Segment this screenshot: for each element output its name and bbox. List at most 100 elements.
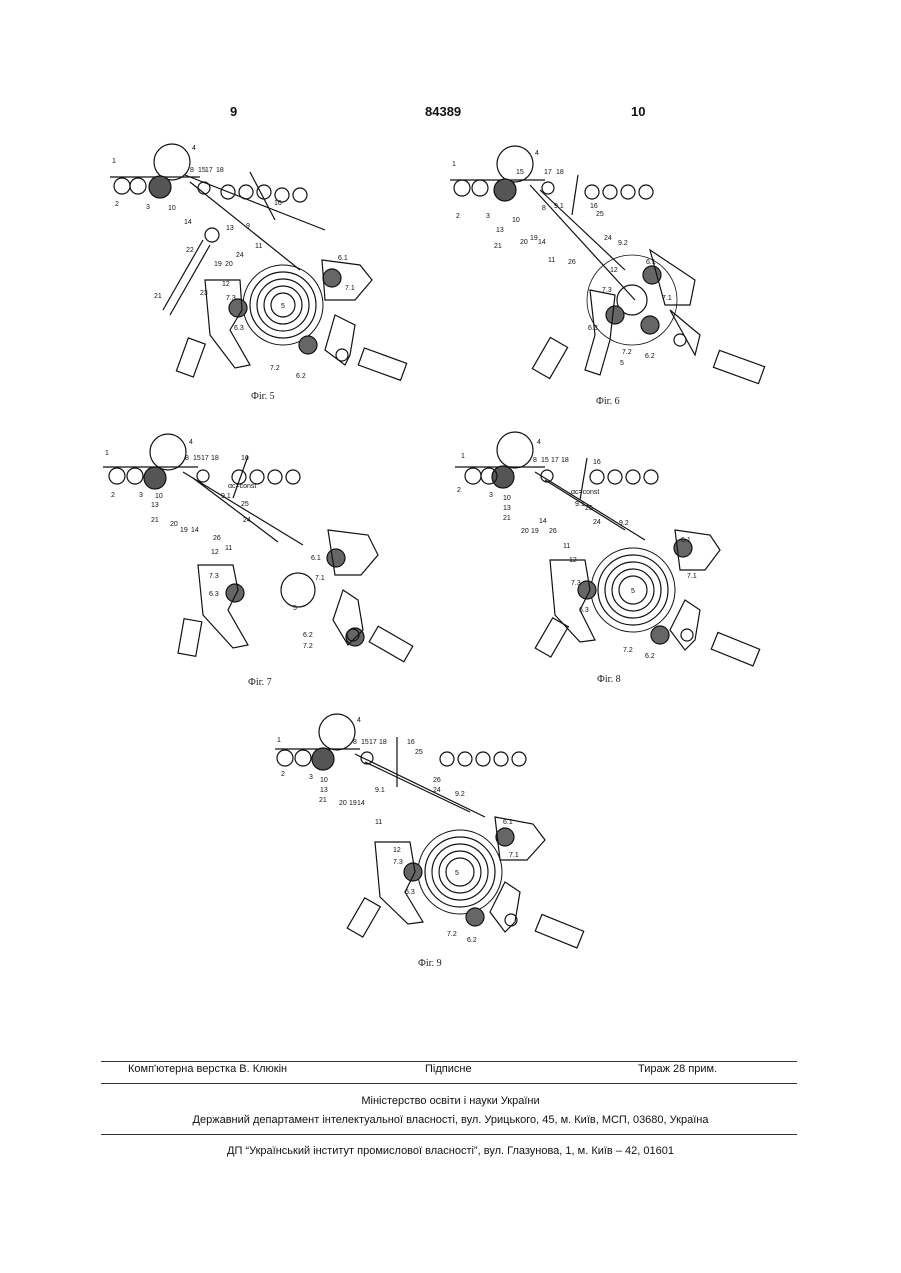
fig8-label-17: 17 bbox=[551, 457, 559, 464]
fig8-label-9-2: 9.2 bbox=[619, 520, 629, 527]
fig8-label-6-3: 6.3 bbox=[579, 607, 589, 614]
fig7-label-16: 16 bbox=[241, 455, 249, 462]
fig7-label-7-2: 7.2 bbox=[303, 643, 313, 650]
figure-9: 1 2 3 4 5 6.1 6.2 6.3 7.1 7.2 7.3 8 9.1 … bbox=[275, 712, 595, 957]
fig9-label-9-2: 9.2 bbox=[455, 791, 465, 798]
figure-9-drawing: 1 2 3 4 5 6.1 6.2 6.3 7.1 7.2 7.3 8 9.1 … bbox=[275, 712, 595, 957]
figure-5-drawing: 1 2 3 4 5 6.1 6.2 6.3 7.1 7.2 7.3 8 9 10… bbox=[110, 140, 410, 390]
fig5-label-24: 24 bbox=[236, 252, 244, 259]
fig8-label-26: 26 bbox=[549, 528, 557, 535]
figure-8-caption: Фіг. 8 bbox=[597, 674, 621, 685]
fig6-label-6-2: 6.2 bbox=[645, 353, 655, 360]
fig6-label-10: 10 bbox=[512, 217, 520, 224]
fig7-label-14: 14 bbox=[191, 527, 199, 534]
fig5-label-3: 3 bbox=[146, 204, 150, 211]
fig6-label-3: 3 bbox=[486, 213, 490, 220]
fig6-label-20: 20 bbox=[520, 239, 528, 246]
fig7-label-9-1: 9.1 bbox=[221, 493, 231, 500]
fig6-label-13: 13 bbox=[496, 227, 504, 234]
fig6-label-25: 25 bbox=[596, 211, 604, 218]
footer-rule-bottom bbox=[101, 1134, 797, 1135]
fig8-label-21: 21 bbox=[503, 515, 511, 522]
fig9-label-10: 10 bbox=[320, 777, 328, 784]
fig8-label-10: 10 bbox=[503, 495, 511, 502]
fig5-label-6-3: 6.3 bbox=[234, 325, 244, 332]
fig6-label-6-3: 6.3 bbox=[588, 325, 598, 332]
fig7-label-6-3: 6.3 bbox=[209, 591, 219, 598]
fig5-label-16: 16 bbox=[274, 200, 282, 207]
ministry-line: Міністерство освіти і науки України bbox=[0, 1095, 901, 1107]
figure-5-caption: Фіг. 5 bbox=[251, 391, 275, 402]
fig8-label-18: 18 bbox=[561, 457, 569, 464]
fig6-label-9-1: 9.1 bbox=[554, 203, 564, 210]
fig6-label-5: 5 bbox=[620, 360, 624, 367]
fig5-label-8: 8 bbox=[190, 167, 194, 174]
fig9-label-11: 11 bbox=[375, 819, 382, 826]
fig7-label-17: 17 bbox=[201, 455, 209, 462]
footer-rule-top bbox=[101, 1061, 797, 1062]
fig5-label-9: 9 bbox=[246, 223, 250, 230]
fig6-label-9-2: 9.2 bbox=[618, 240, 628, 247]
fig6-label-17: 17 bbox=[544, 169, 552, 176]
fig5-label-13: 13 bbox=[226, 225, 234, 232]
fig5-label-23: 23 bbox=[200, 290, 208, 297]
fig5-label-20: 20 bbox=[225, 261, 233, 268]
fig8-annotation: αc=const bbox=[571, 489, 599, 496]
fig7-label-18: 18 bbox=[211, 455, 219, 462]
fig6-label-6-1: 6.1 bbox=[646, 259, 656, 266]
fig9-label-17: 17 bbox=[369, 739, 377, 746]
fig9-label-14: 14 bbox=[357, 800, 365, 807]
fig8-label-14: 14 bbox=[539, 518, 547, 525]
fig7-annotation: αc=const bbox=[228, 483, 256, 490]
fig9-label-18: 18 bbox=[379, 739, 387, 746]
fig7-label-26: 26 bbox=[213, 535, 221, 542]
fig7-label-4: 4 bbox=[189, 439, 193, 446]
fig7-label-13: 13 bbox=[151, 502, 159, 509]
right-page-number: 10 bbox=[631, 104, 645, 119]
fig6-label-8: 8 bbox=[542, 205, 546, 212]
figure-8: 1 2 3 4 5 6.1 6.2 6.3 7.1 7.2 7.3 8 9.1 … bbox=[455, 430, 775, 675]
fig7-label-10: 10 bbox=[155, 493, 163, 500]
fig8-label-24: 24 bbox=[593, 519, 601, 526]
fig6-label-16: 16 bbox=[590, 203, 598, 210]
fig8-label-7-2: 7.2 bbox=[623, 647, 633, 654]
fig5-label-19: 19 bbox=[214, 261, 222, 268]
fig7-label-21: 21 bbox=[151, 517, 159, 524]
fig9-label-7-1: 7.1 bbox=[509, 852, 519, 859]
fig9-label-3: 3 bbox=[309, 774, 313, 781]
fig8-label-25: 25 bbox=[585, 505, 593, 512]
fig9-label-26: 26 bbox=[433, 777, 441, 784]
left-page-number: 9 bbox=[230, 104, 237, 119]
fig5-label-7-2: 7.2 bbox=[270, 365, 280, 372]
fig7-label-5: 5 bbox=[293, 605, 297, 612]
fig6-label-19: 19 bbox=[530, 235, 538, 242]
fig7-label-19: 19 bbox=[180, 527, 188, 534]
fig9-label-6-2: 6.2 bbox=[467, 937, 477, 944]
fig8-label-15: 15 bbox=[541, 457, 549, 464]
fig6-label-21: 21 bbox=[494, 243, 502, 250]
fig5-label-10: 10 bbox=[168, 205, 176, 212]
fig6-label-1: 1 bbox=[452, 161, 456, 168]
fig8-label-6-1: 6.1 bbox=[681, 537, 691, 544]
figure-6-caption: Фіг. 6 bbox=[596, 396, 620, 407]
fig6-label-7-2: 7.2 bbox=[622, 349, 632, 356]
fig8-label-2: 2 bbox=[457, 487, 461, 494]
figure-6: 1 2 3 4 5 6.1 6.2 6.3 7.1 7.2 7.3 8 9.1 … bbox=[450, 140, 770, 395]
fig8-label-5: 5 bbox=[631, 588, 635, 595]
fig8-label-20: 20 bbox=[521, 528, 529, 535]
fig8-label-9-1: 9.1 bbox=[575, 501, 585, 508]
fig5-label-7-3: 7.3 bbox=[226, 295, 236, 302]
fig5-label-12: 12 bbox=[222, 281, 230, 288]
fig9-label-5: 5 bbox=[455, 870, 459, 877]
fig8-label-7-3: 7.3 bbox=[571, 580, 581, 587]
fig9-label-1: 1 bbox=[277, 737, 281, 744]
fig7-label-6-2: 6.2 bbox=[303, 632, 313, 639]
fig6-label-2: 2 bbox=[456, 213, 460, 220]
fig7-label-12: 12 bbox=[211, 549, 219, 556]
fig7-label-1: 1 bbox=[105, 450, 109, 457]
figure-6-drawing: 1 2 3 4 5 6.1 6.2 6.3 7.1 7.2 7.3 8 9.1 … bbox=[450, 140, 770, 395]
fig7-label-24: 24 bbox=[243, 517, 251, 524]
fig7-label-6-1: 6.1 bbox=[311, 555, 321, 562]
fig9-label-19: 19 bbox=[349, 800, 357, 807]
fig8-label-3: 3 bbox=[489, 492, 493, 499]
